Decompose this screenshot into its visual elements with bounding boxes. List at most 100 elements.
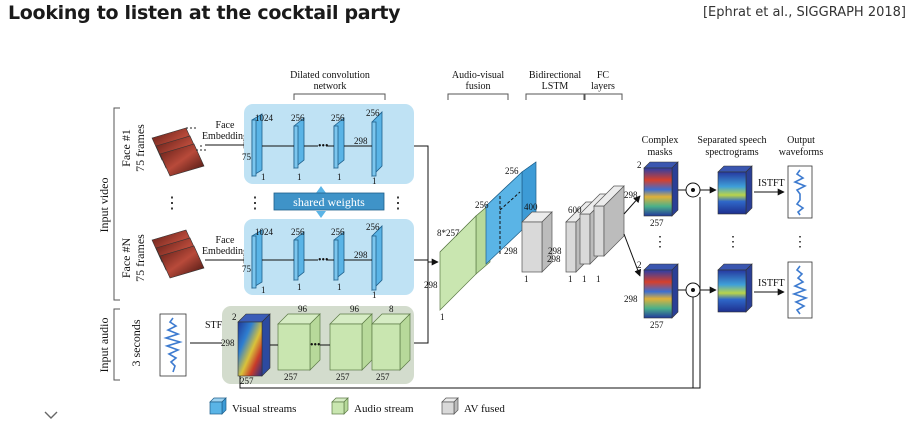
legend-audio-label: Audio stream — [354, 403, 414, 415]
visual-1-c2: 256 — [291, 113, 305, 123]
visual-N-w3: 1 — [337, 282, 342, 292]
mask-2-c: 2 — [637, 260, 642, 270]
face-ellipsis: ⋮ — [164, 195, 180, 212]
legend-visual-label: Visual streams — [232, 403, 296, 415]
lstm-header-1: Bidirectional — [529, 70, 581, 81]
visual-1-w4: 1 — [372, 176, 377, 186]
fc-w2: 1 — [582, 274, 587, 284]
visual-N-c2: 256 — [291, 227, 305, 237]
seconds-label: 3 seconds — [129, 319, 143, 366]
visual-1-c1: 1024 — [255, 113, 274, 123]
separated-spec-2-image — [717, 263, 753, 313]
mask-1-c: 2 — [637, 160, 642, 170]
visual-ellipsis-right: ⋮ — [390, 195, 406, 212]
istft-label-1: ISTFT — [758, 178, 785, 189]
fusion-w: 1 — [440, 312, 445, 322]
mask-1-image — [643, 161, 679, 217]
visual-N-w1: 1 — [261, 285, 266, 295]
visual-1-c4: 256 — [366, 108, 380, 118]
shared-up-arrow — [316, 186, 326, 193]
lstm-w: 1 — [524, 274, 529, 284]
face-embedding-label-1b: Embedding — [202, 131, 248, 142]
slide-title: Looking to listen at the cocktail party — [8, 2, 401, 24]
input-waveform-image — [159, 313, 187, 377]
out-header-2: waveforms — [779, 147, 824, 158]
visual-N-mid: 298 — [354, 250, 368, 260]
visual-1-w2: 1 — [297, 172, 302, 182]
fc-w3: 1 — [596, 274, 601, 284]
face-embedding-label-1a: Face — [216, 120, 235, 131]
mask-1-w: 257 — [650, 218, 664, 228]
dilated-header-2: network — [314, 81, 347, 92]
visual-1-c3: 256 — [331, 113, 345, 123]
visual-1-w1: 1 — [261, 172, 266, 182]
fusion-h: 298 — [424, 280, 438, 290]
face1-frames-image — [151, 127, 206, 177]
av-mid: 256 — [475, 200, 489, 210]
av-header-1: Audio-visual — [452, 70, 504, 81]
av-header-2: fusion — [466, 81, 491, 92]
legend-av-swatch — [441, 397, 459, 415]
face-embedding-label-2b: Embedding — [202, 246, 248, 257]
visual-N-c3: 256 — [331, 227, 345, 237]
input-audio-bracket — [113, 308, 120, 381]
lstm-h: 298 — [548, 246, 562, 256]
audio-w1: 257 — [240, 376, 254, 386]
legend-audio-swatch — [331, 397, 349, 415]
visual-N-h: 75 — [242, 264, 252, 274]
audio-w4: 257 — [376, 372, 390, 382]
visual-N-c4: 256 — [366, 222, 380, 232]
visual-1-w3: 1 — [337, 172, 342, 182]
lstm-block — [521, 211, 553, 273]
audio-c1: 2 — [232, 312, 237, 322]
input-audio-label: Input audio — [97, 318, 111, 373]
visual-1-mid: 298 — [354, 136, 368, 146]
mask-2-h: 298 — [624, 294, 638, 304]
shared-weights-box — [273, 192, 385, 211]
shared-weights-label: shared weights — [293, 195, 365, 209]
chevron-down-icon[interactable] — [44, 410, 58, 420]
av-top: 256 — [505, 166, 519, 176]
shared-down-arrow — [316, 211, 326, 218]
istft-label-2: ISTFT — [758, 278, 785, 289]
av-h: 298 — [504, 246, 518, 256]
output-waveform-2-image — [787, 261, 813, 319]
face1-label: Face #1 — [119, 129, 133, 167]
out-header-1: Output — [787, 135, 815, 146]
fc-w1: 1 — [568, 274, 573, 284]
audio-w2: 257 — [284, 372, 298, 382]
input-video-bracket — [113, 107, 120, 301]
audio-c3: 96 — [350, 304, 360, 314]
stft-label: STFT — [205, 320, 228, 331]
visual-ellipsis-left: ⋮ — [247, 195, 263, 212]
separated-spec-1-image — [717, 165, 753, 215]
masks-header-2: masks — [648, 147, 673, 158]
visual-stream-region-N — [244, 219, 414, 295]
input-video-label: Input video — [97, 178, 111, 233]
visual-N-c1: 1024 — [255, 227, 274, 237]
output-ellipsis: ⋮ — [793, 235, 807, 250]
audio-stream-blocks — [237, 313, 411, 377]
visual-stream-N-blocks — [251, 225, 383, 291]
faceN-frames-label: 75 frames — [133, 234, 147, 282]
visual-1-h: 75 — [242, 152, 252, 162]
audio-c2: 96 — [298, 304, 308, 314]
fc-header-2: layers — [591, 81, 615, 92]
visual-N-w2: 1 — [297, 282, 302, 292]
lstm-top: 400 — [524, 202, 538, 212]
dilated-header-1: Dilated convolution — [290, 70, 370, 81]
spec-header-1: Separated speech — [697, 135, 766, 146]
legend-visual-swatch — [209, 397, 227, 415]
face1-frames-label: 75 frames — [133, 124, 147, 172]
visual-stream-region-1 — [244, 104, 414, 184]
faceN-label: Face #N — [119, 238, 133, 279]
fc-top: 600 — [568, 205, 582, 215]
mask-2-image — [643, 263, 679, 319]
spec-ellipsis: ⋮ — [726, 235, 740, 250]
mask-2-w: 257 — [650, 320, 664, 330]
fc-blocks — [565, 185, 625, 273]
fc-to-mask2-arrow — [623, 233, 642, 277]
masks-header-1: Complex — [642, 135, 679, 146]
fc-h: 298 — [547, 254, 561, 264]
